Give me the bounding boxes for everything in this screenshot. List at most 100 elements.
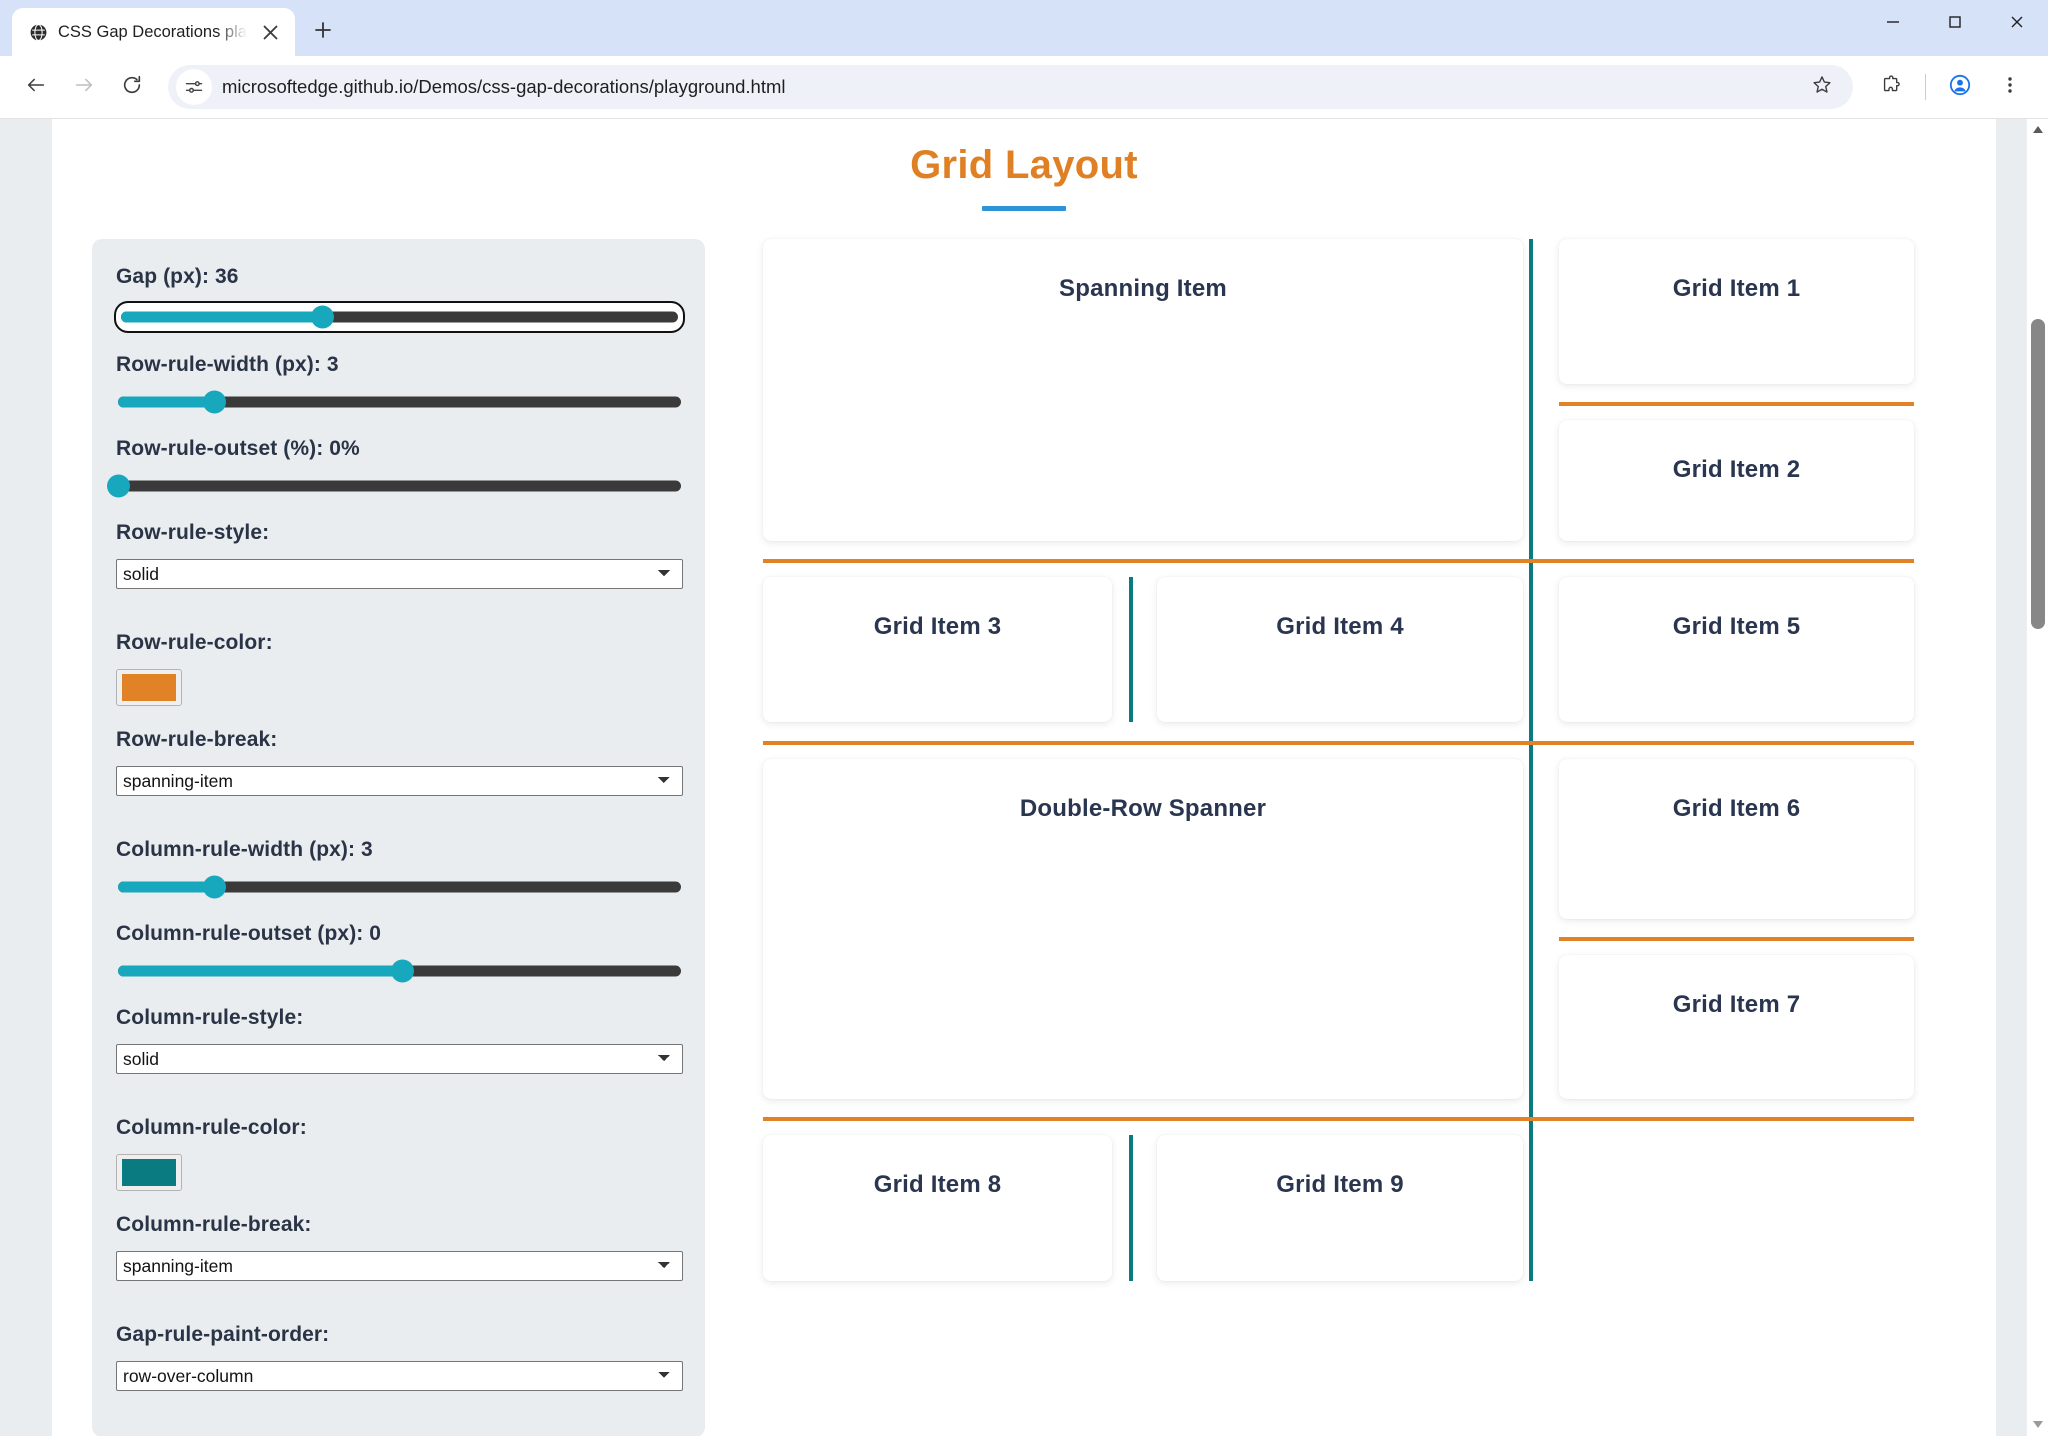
slider-column-rule-outset[interactable] bbox=[116, 959, 683, 983]
grid-cell: Grid Item 8 bbox=[763, 1135, 1112, 1281]
grid-cell-label: Double-Row Spanner bbox=[1019, 795, 1267, 822]
slider-row-rule-outset[interactable] bbox=[107, 474, 683, 498]
title-underline bbox=[982, 206, 1066, 211]
slider-thumb-column-rule-outset[interactable] bbox=[390, 959, 414, 983]
select-row-rule-break[interactable]: nonespanning-itemintersection bbox=[116, 766, 683, 796]
browser-menu-button[interactable] bbox=[1986, 65, 2034, 109]
grid-cell: Grid Item 2 bbox=[1559, 420, 1914, 541]
url-text: microsoftedge.github.io/Demos/css-gap-de… bbox=[222, 76, 786, 97]
color-picker-column-rule-color[interactable] bbox=[116, 1154, 182, 1191]
maximize-icon bbox=[1947, 14, 1963, 35]
more-vertical-icon bbox=[2000, 75, 2020, 100]
grid-cell-label: Grid Item 8 bbox=[873, 1171, 1002, 1198]
control-label-gap-rule-paint-order: Gap-rule-paint-order: bbox=[116, 1323, 330, 1346]
grid-cell-label: Spanning Item bbox=[1059, 275, 1227, 302]
slider-fill-column-rule-width bbox=[118, 881, 214, 893]
slider-thumb-row-rule-outset[interactable] bbox=[107, 474, 130, 498]
window-close-icon bbox=[2009, 14, 2025, 35]
reload-icon bbox=[121, 74, 143, 101]
extensions-button[interactable] bbox=[1867, 65, 1915, 109]
page-title: Grid Layout bbox=[910, 143, 1138, 187]
browser-tab[interactable]: CSS Gap Decorations playground bbox=[12, 8, 295, 56]
profile-button[interactable] bbox=[1936, 65, 1984, 109]
slider-thumb-gap[interactable] bbox=[311, 305, 335, 329]
tab-close-icon[interactable] bbox=[257, 19, 283, 45]
address-bar[interactable]: microsoftedge.github.io/Demos/css-gap-de… bbox=[168, 65, 1853, 109]
reload-button[interactable] bbox=[110, 65, 154, 109]
slider-track-column-rule-width bbox=[118, 881, 681, 893]
grid-cell: Grid Item 7 bbox=[1559, 955, 1914, 1099]
window-close-button[interactable] bbox=[1986, 0, 2048, 48]
column-rule bbox=[1529, 239, 1533, 1281]
grid-cell-label: Grid Item 2 bbox=[1672, 456, 1801, 483]
maximize-button[interactable] bbox=[1924, 0, 1986, 48]
control-column-rule-break: Column-rule-break: nonespanning-iteminter… bbox=[116, 1213, 683, 1301]
slider-column-rule-width[interactable] bbox=[116, 875, 683, 899]
tab-strip: CSS Gap Decorations playground bbox=[0, 0, 2048, 56]
grid-demo: Spanning Item Grid Item 1 Grid Item 2 Grid … bbox=[763, 239, 1968, 1359]
back-button[interactable] bbox=[14, 65, 58, 109]
control-label-column-rule-outset: Column-rule-outset (px): 0 bbox=[116, 922, 382, 945]
window-controls bbox=[1862, 0, 2048, 48]
vertical-scrollbar[interactable] bbox=[2026, 119, 2048, 1436]
star-icon bbox=[1811, 74, 1833, 101]
row-rule bbox=[1559, 402, 1914, 406]
control-row-rule-break: Row-rule-break:nonespanning-itemintersec… bbox=[116, 728, 683, 816]
column-rule bbox=[1129, 1135, 1133, 1281]
row-rule bbox=[763, 1117, 1914, 1121]
grid-cell-label: Grid Item 1 bbox=[1672, 275, 1801, 302]
puzzle-piece-icon bbox=[1880, 74, 1902, 101]
control-label-row-rule-color: Row-rule-color: bbox=[116, 631, 273, 654]
slider-thumb-row-rule-width[interactable] bbox=[203, 390, 227, 414]
control-gap-rule-paint-order: Gap-rule-paint-order: row-over-columncolu… bbox=[116, 1323, 683, 1411]
grid-cell-label: Grid Item 6 bbox=[1672, 795, 1801, 822]
column-rule bbox=[1129, 577, 1133, 722]
grid-cell-label: Grid Item 9 bbox=[1276, 1171, 1404, 1198]
row-rule bbox=[763, 741, 1914, 745]
scroll-down-button[interactable] bbox=[2027, 1414, 2048, 1436]
toolbar-divider bbox=[1925, 74, 1926, 100]
select-row-rule-style[interactable]: nonehiddendotteddashedsoliddoublegroover… bbox=[116, 559, 683, 589]
grid-cell-label: Grid Item 5 bbox=[1672, 613, 1801, 640]
minimize-button[interactable] bbox=[1862, 0, 1924, 48]
grid-cell: Grid Item 3 bbox=[763, 577, 1112, 722]
control-row-rule-width: Row-rule-width (px): 3 bbox=[116, 353, 683, 414]
slider-fill-gap bbox=[121, 311, 322, 323]
arrow-right-icon bbox=[73, 74, 95, 101]
color-picker-row-rule-color[interactable] bbox=[116, 669, 182, 706]
slider-track-gap bbox=[121, 311, 678, 323]
forward-button[interactable] bbox=[62, 65, 106, 109]
row-rule bbox=[1559, 937, 1914, 941]
control-column-rule-outset: Column-rule-outset (px): 0 bbox=[116, 922, 683, 983]
select-gap-rule-paint-order[interactable]: row-over-columncolumn-over-row bbox=[116, 1361, 683, 1391]
triangle-up-icon bbox=[2033, 125, 2043, 136]
account-circle-icon bbox=[1948, 73, 1972, 102]
slider-gap[interactable] bbox=[114, 301, 685, 333]
scrollbar-thumb[interactable] bbox=[2031, 319, 2045, 629]
grid-cell-label: Grid Item 7 bbox=[1672, 991, 1801, 1018]
bookmark-button[interactable] bbox=[1803, 68, 1841, 106]
tune-icon[interactable] bbox=[176, 69, 212, 105]
control-label-row-rule-style: Row-rule-style: bbox=[116, 521, 270, 544]
new-tab-button[interactable] bbox=[303, 12, 343, 52]
control-label-row-rule-outset: Row-rule-outset (%): 0% bbox=[116, 437, 360, 460]
control-label-column-rule-color: Column-rule-color: bbox=[116, 1116, 307, 1139]
grid-cell: Double-Row Spanner bbox=[763, 759, 1523, 1099]
control-label-column-rule-break: Column-rule-break: bbox=[116, 1213, 312, 1236]
minimize-icon bbox=[1885, 14, 1901, 35]
globe-icon bbox=[28, 22, 48, 42]
grid-cell-label: Grid Item 4 bbox=[1276, 613, 1404, 640]
page-viewport: Grid Layout Gap (px): 36 Row-rule-width (… bbox=[0, 118, 2048, 1436]
scroll-up-button[interactable] bbox=[2027, 119, 2048, 141]
slider-fill-column-rule-outset bbox=[118, 965, 400, 977]
page-content: Grid Layout Gap (px): 36 Row-rule-width (… bbox=[52, 119, 1996, 1436]
grid-cell: Grid Item 9 bbox=[1157, 1135, 1523, 1281]
arrow-left-icon bbox=[25, 74, 47, 101]
select-column-rule-break[interactable]: nonespanning-itemintersection bbox=[116, 1251, 683, 1281]
slider-track-row-rule-outset bbox=[118, 480, 681, 492]
select-column-rule-style[interactable]: nonehiddendotteddashedsoliddoublegroover… bbox=[116, 1044, 683, 1074]
control-label-gap: Gap (px): 36 bbox=[116, 265, 239, 288]
slider-thumb-column-rule-width[interactable] bbox=[203, 875, 227, 899]
slider-row-rule-width[interactable] bbox=[116, 390, 683, 414]
